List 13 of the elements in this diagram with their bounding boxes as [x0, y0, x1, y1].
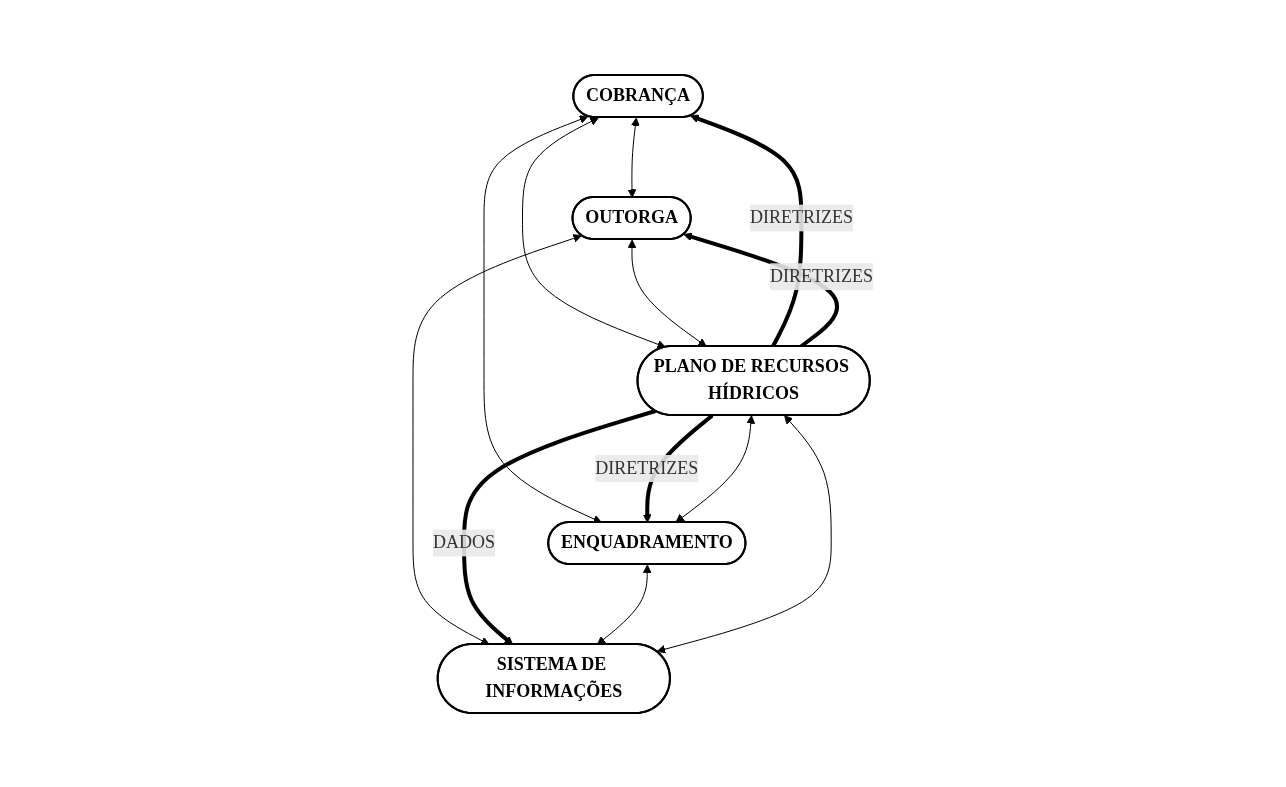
arrow [627, 239, 707, 347]
edge-label: DIRETRIZES [749, 207, 853, 227]
arrow [656, 414, 832, 654]
edge-label: DIRETRIZES [595, 457, 699, 478]
arrow [597, 564, 652, 645]
arrow [412, 233, 582, 645]
edge-label: DADOS [433, 531, 496, 552]
arrow [675, 414, 756, 523]
arrow [627, 117, 640, 198]
arrow [522, 116, 666, 348]
arrow [462, 408, 657, 645]
edge-label: DIRETRIZES [769, 265, 873, 286]
arrow [483, 114, 602, 523]
